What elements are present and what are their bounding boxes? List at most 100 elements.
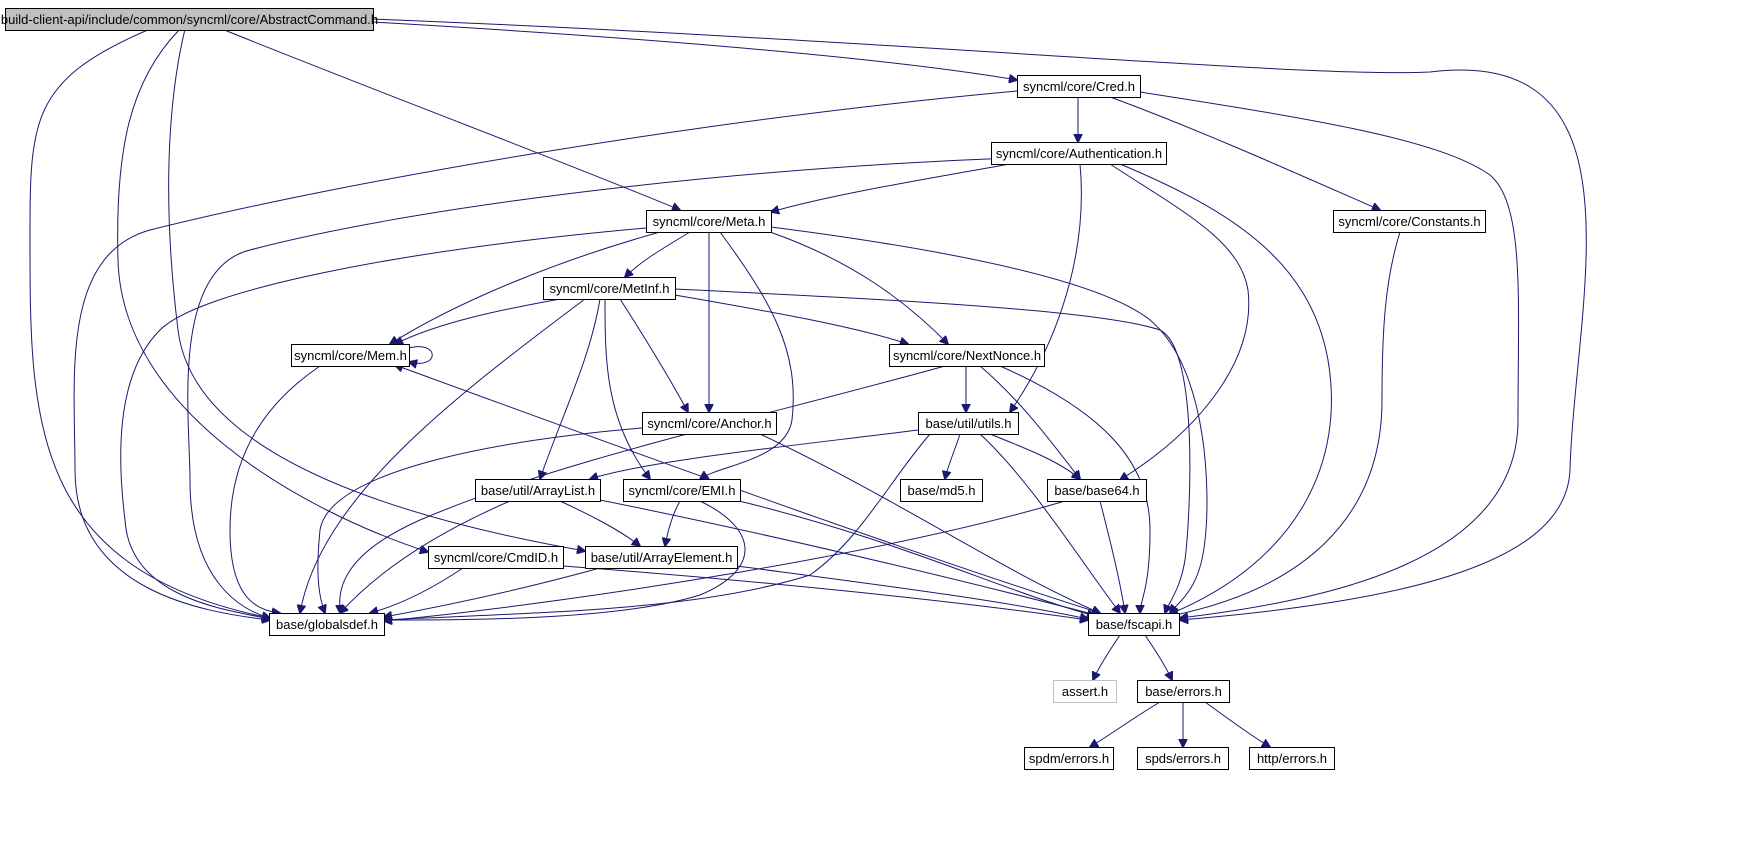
node-constants[interactable]: syncml/core/Constants.h [1333,210,1486,233]
node-label: syncml/core/Constants.h [1338,214,1480,229]
edge-anchor-to-fscapi [759,433,1100,613]
node-box [642,412,777,435]
edges-layer [29,18,1587,747]
node-box [585,546,738,569]
edge-mem-to-globalsdef [229,365,321,613]
edge-arrayelement-to-fscapi [736,565,1088,619]
node-label: spdm/errors.h [1029,751,1109,766]
edge-anchor-to-globalsdef [317,427,643,613]
edge-base64-to-fscapi [1099,500,1125,613]
node-md5[interactable]: base/md5.h [900,479,983,502]
node-globalsdef[interactable]: base/globalsdef.h [269,613,385,636]
edge-utils-to-arraylist [590,429,919,479]
edge-arraylist-to-arrayelement [559,500,640,546]
edge-meta-to-mem [390,231,661,344]
edge-authentication-to-utils [1010,163,1082,412]
edge-abstract-command-to-fscapi [371,18,1587,620]
node-box [428,546,564,569]
node-box [1333,210,1486,233]
node-label: syncml/core/Mem.h [294,348,407,363]
node-box [646,210,772,233]
node-label: build-client-api/include/common/syncml/c… [1,12,378,27]
edge-fscapi-to-mem [395,365,1101,614]
edge-fscapi-to-errors [1144,634,1172,680]
node-spdm-errors[interactable]: spdm/errors.h [1024,747,1114,770]
node-box [889,344,1045,367]
node-label: base/errors.h [1145,684,1222,699]
node-box [291,344,410,367]
node-label: syncml/core/NextNonce.h [893,348,1041,363]
node-arraylist[interactable]: base/util/ArrayList.h [475,479,601,502]
edge-authentication-to-base64 [1109,163,1250,480]
node-metinf[interactable]: syncml/core/MetInf.h [543,277,676,300]
node-label: assert.h [1062,684,1108,699]
node-label: base/base64.h [1054,483,1139,498]
node-box [543,277,676,300]
edge-abstract-command-to-cred [371,21,1017,80]
edge-metinf-to-anchor [619,298,688,412]
node-box [623,479,741,502]
node-arrayelement[interactable]: base/util/ArrayElement.h [585,546,738,569]
edge-abstract-command-to-arrayelement [168,28,585,551]
node-label: base/util/ArrayList.h [481,483,595,498]
node-assert[interactable]: assert.h [1053,680,1117,703]
node-label: base/md5.h [908,483,976,498]
node-box [1024,747,1114,770]
edge-utils-to-fscapi [979,433,1120,613]
edge-utils-to-base64 [989,433,1080,479]
node-box [1047,479,1147,502]
node-label: syncml/core/CmdID.h [434,550,558,565]
node-label: http/errors.h [1257,751,1327,766]
edge-errors-to-spdm-errors [1090,701,1161,747]
node-label: syncml/core/EMI.h [629,483,736,498]
edge-mem-to-mem [409,346,433,364]
node-fscapi[interactable]: base/fscapi.h [1088,613,1180,636]
node-errors[interactable]: base/errors.h [1137,680,1230,703]
node-label: syncml/core/Authentication.h [996,146,1162,161]
edge-metinf-to-fscapi [674,288,1191,613]
node-label: syncml/core/MetInf.h [550,281,670,296]
node-cred[interactable]: syncml/core/Cred.h [1017,75,1141,98]
edge-abstract-command-to-globalsdef [29,28,270,618]
edge-metinf-to-nextnonce [674,294,908,344]
node-box [900,479,983,502]
node-box [1137,747,1229,770]
edge-authentication-to-meta [771,163,1011,212]
edge-authentication-to-fscapi [1119,163,1332,614]
node-emi[interactable]: syncml/core/EMI.h [623,479,741,502]
node-spds-errors[interactable]: spds/errors.h [1137,747,1229,770]
edge-cmdid-to-globalsdef [370,567,464,613]
node-label: syncml/core/Meta.h [653,214,766,229]
edge-meta-to-emi [700,231,794,479]
edge-emi-to-globalsdef [384,500,746,620]
node-nextnonce[interactable]: syncml/core/NextNonce.h [889,344,1045,367]
edge-cmdid-to-fscapi [562,565,1088,620]
edge-authentication-to-globalsdef [187,157,1011,618]
node-box [1053,680,1117,703]
node-anchor[interactable]: syncml/core/Anchor.h [642,412,777,435]
nodes-layer: build-client-api/include/common/syncml/c… [1,8,1486,770]
node-utils[interactable]: base/util/utils.h [918,412,1019,435]
edge-arraylist-to-globalsdef [340,500,511,613]
node-cmdid[interactable]: syncml/core/CmdID.h [428,546,564,569]
node-base64[interactable]: base/base64.h [1047,479,1147,502]
node-label: base/util/ArrayElement.h [591,550,733,565]
edge-constants-to-fscapi [1170,231,1401,616]
node-authentication[interactable]: syncml/core/Authentication.h [991,142,1167,165]
node-mem[interactable]: syncml/core/Mem.h [291,344,410,367]
node-meta[interactable]: syncml/core/Meta.h [646,210,772,233]
node-label: spds/errors.h [1145,751,1221,766]
node-label: syncml/core/Cred.h [1023,79,1135,94]
edge-emi-to-fscapi [734,499,1095,616]
node-abstract-command[interactable]: build-client-api/include/common/syncml/c… [1,8,378,31]
edge-nextnonce-to-fscapi [999,365,1151,613]
node-box [1017,75,1141,98]
node-label: base/fscapi.h [1096,617,1173,632]
edge-utils-to-md5 [945,433,961,479]
edge-meta-to-nextnonce [769,231,948,344]
node-http-errors[interactable]: http/errors.h [1249,747,1335,770]
edge-metinf-to-arraylist [540,298,601,479]
node-box [5,8,374,31]
edge-metinf-to-globalsdef [300,298,586,613]
